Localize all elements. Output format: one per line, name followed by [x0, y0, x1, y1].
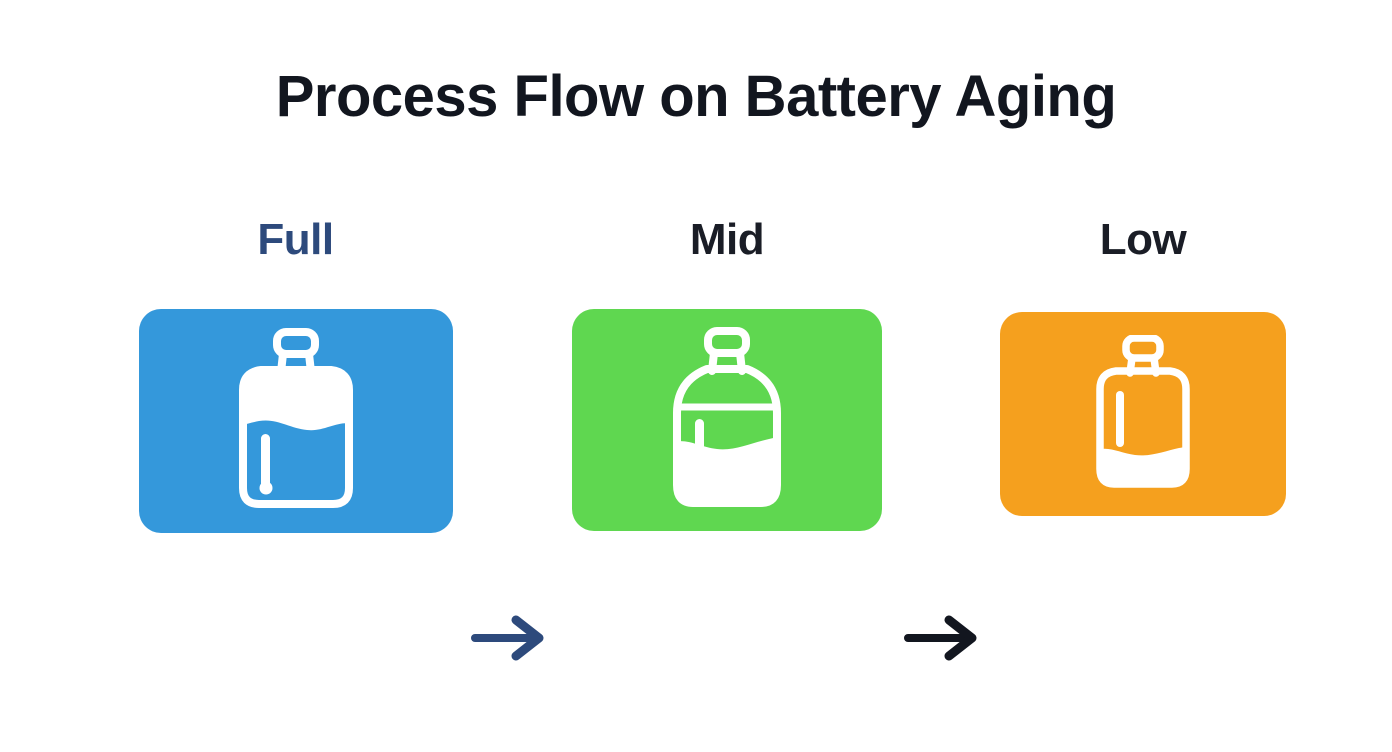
bottle-full-icon: [233, 328, 359, 514]
process-flow: Full: [0, 210, 1392, 661]
stage-mid-card[interactable]: [572, 309, 882, 531]
bottle-mid-icon: [665, 327, 789, 513]
stage-mid-label: Mid: [689, 215, 765, 264]
stage-full-label: Full: [257, 215, 334, 264]
stage-low-card[interactable]: [1000, 312, 1286, 516]
page-title: Process Flow on Battery Aging: [275, 64, 1117, 129]
stage-full-card[interactable]: [138, 309, 453, 533]
stage-full[interactable]: Full: [108, 210, 483, 533]
stage-low[interactable]: Low: [990, 210, 1296, 516]
arrow-full-to-mid: [469, 610, 553, 666]
stage-low-label: Low: [1099, 215, 1187, 264]
arrow-mid-to-low: [902, 610, 986, 666]
bottle-low-icon: [1091, 335, 1195, 493]
stage-mid[interactable]: Mid: [552, 210, 902, 531]
